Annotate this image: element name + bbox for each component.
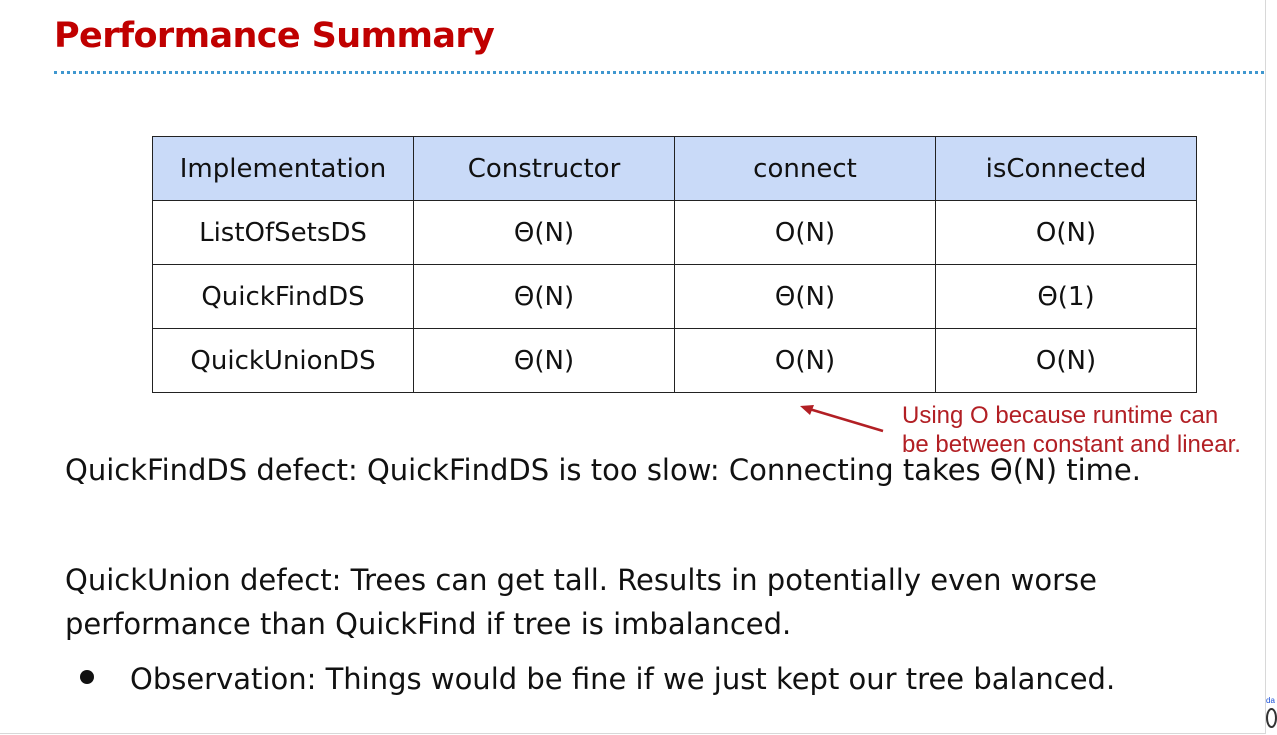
title-divider: [54, 71, 1264, 74]
text-line: performance than QuickFind if tree is im…: [65, 607, 792, 641]
header-cell: isConnected: [935, 136, 1197, 201]
table-cell: Θ(1): [935, 264, 1197, 329]
observation-bullet: Observation: Things would be fine if we …: [130, 662, 1116, 696]
bullet-icon: [80, 670, 94, 684]
table-cell: O(N): [935, 200, 1197, 265]
table-cell: QuickFindDS: [152, 264, 414, 329]
table-cell: Θ(N): [674, 264, 936, 329]
table-row: ListOfSetsDS Θ(N) O(N) O(N): [152, 200, 1197, 265]
table-cell: Θ(N): [413, 328, 675, 393]
quickunion-defect-text: QuickUnion defect: Trees can get tall. R…: [65, 558, 1097, 646]
quickfind-defect-text: QuickFindDS defect: QuickFindDS is too s…: [65, 453, 1141, 487]
table-cell: Θ(N): [413, 264, 675, 329]
annotation-line: be between constant and linear.: [902, 431, 1241, 458]
performance-table: Implementation Constructor connect isCon…: [152, 136, 1197, 393]
license-badge[interactable]: da: [1266, 696, 1277, 732]
annotation-line: Using O because runtime can: [902, 402, 1219, 429]
footer-link[interactable]: da: [1266, 696, 1275, 705]
table-cell: O(N): [674, 200, 936, 265]
table-cell: O(N): [935, 328, 1197, 393]
text-line: QuickUnion defect: Trees can get tall. R…: [65, 563, 1098, 597]
header-cell: connect: [674, 136, 936, 201]
table-cell: O(N): [674, 328, 936, 393]
header-cell: Constructor: [413, 136, 675, 201]
creative-commons-icon: [1266, 708, 1277, 728]
table-cell: QuickUnionDS: [152, 328, 414, 393]
table-header-row: Implementation Constructor connect isCon…: [152, 136, 1197, 201]
table-cell: Θ(N): [413, 200, 675, 265]
table-cell: ListOfSetsDS: [152, 200, 414, 265]
table-row: QuickUnionDS Θ(N) O(N) O(N): [152, 328, 1197, 393]
table-row: QuickFindDS Θ(N) Θ(N) Θ(1): [152, 264, 1197, 329]
annotation-note: Using O because runtime can be between c…: [902, 401, 1274, 459]
page-title: Performance Summary: [54, 16, 495, 56]
annotation-arrow-icon: [800, 405, 884, 433]
header-cell: Implementation: [152, 136, 414, 201]
